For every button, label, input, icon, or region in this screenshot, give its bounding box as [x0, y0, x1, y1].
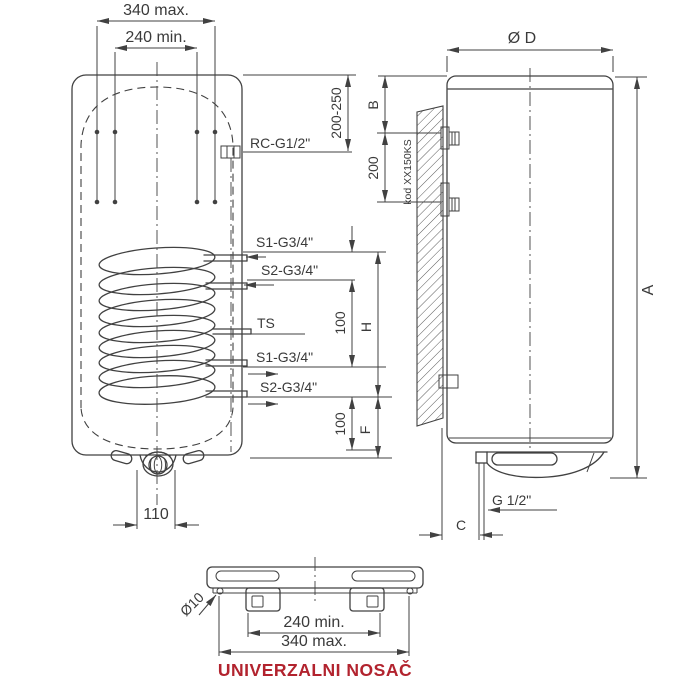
dim-hole: Ø10 — [177, 589, 207, 619]
wall-hatched — [416, 105, 444, 427]
hole-right — [406, 587, 414, 595]
dim-f: F — [357, 426, 373, 435]
dim-height: A — [640, 284, 657, 295]
wall-bracket-upper — [440, 126, 460, 150]
flow-arrows — [244, 254, 278, 407]
dim-wall-offset: 200-250 — [328, 87, 344, 139]
hole-left — [216, 587, 224, 595]
dim-diameter: Ø D — [508, 30, 536, 47]
rc-fitting — [220, 145, 241, 159]
label-s2-bottom: S2-G3/4" — [260, 379, 317, 395]
bracket-slot-right — [351, 570, 416, 582]
bottom-cover — [475, 451, 608, 540]
bracket-view: Ø10 240 min. 340 max. UNIVERZALNI NOSAČ — [177, 557, 424, 680]
dim-min: 240 min. — [283, 614, 344, 631]
label-bracket-code: kod XX150KS — [402, 139, 414, 204]
bracket-caption: UNIVERZALNI NOSAČ — [218, 659, 412, 680]
dim-coil-lower: 100 — [332, 412, 348, 436]
side-view: B 200 kod XX150KS Ø D A G 1/2" C — [365, 30, 657, 540]
bracket-slot-left — [215, 570, 280, 582]
mounting-hole-lines — [96, 26, 216, 202]
label-rc: RC-G1/2" — [250, 135, 310, 151]
dim-drain-offset: 110 — [143, 506, 169, 523]
dim-coil-height: H — [358, 322, 374, 332]
hole-leader-arrow — [198, 594, 217, 616]
label-s2-top: S2-G3/4" — [261, 262, 318, 278]
dim-bracket-spacing: 200 — [365, 156, 381, 180]
inner-vessel-dashed — [80, 86, 234, 450]
heat-exchanger-coil — [98, 246, 216, 405]
hook-right — [349, 587, 385, 612]
dim-max: 340 max. — [281, 633, 347, 650]
bracket-plate — [206, 566, 424, 589]
dim-width-max: 340 max. — [123, 2, 189, 19]
hook-left — [245, 587, 281, 612]
label-g: G 1/2" — [492, 492, 531, 508]
mounting-hole-dots — [94, 129, 218, 205]
dim-b: B — [365, 100, 381, 109]
dim-coil-upper: 100 — [332, 311, 348, 335]
label-s1-bottom: S1-G3/4" — [256, 349, 313, 365]
bottom-spacer-bracket — [438, 374, 459, 389]
dim-c: C — [456, 517, 466, 533]
dim-width-min: 240 min. — [125, 29, 186, 46]
label-ts: TS — [257, 315, 275, 331]
wall-bracket-lower — [440, 182, 460, 217]
bottom-valve — [110, 449, 205, 477]
label-s1-top: S1-G3/4" — [256, 234, 313, 250]
front-view: 340 max. 240 min. RC-G1/2" 200-250 — [71, 2, 392, 529]
